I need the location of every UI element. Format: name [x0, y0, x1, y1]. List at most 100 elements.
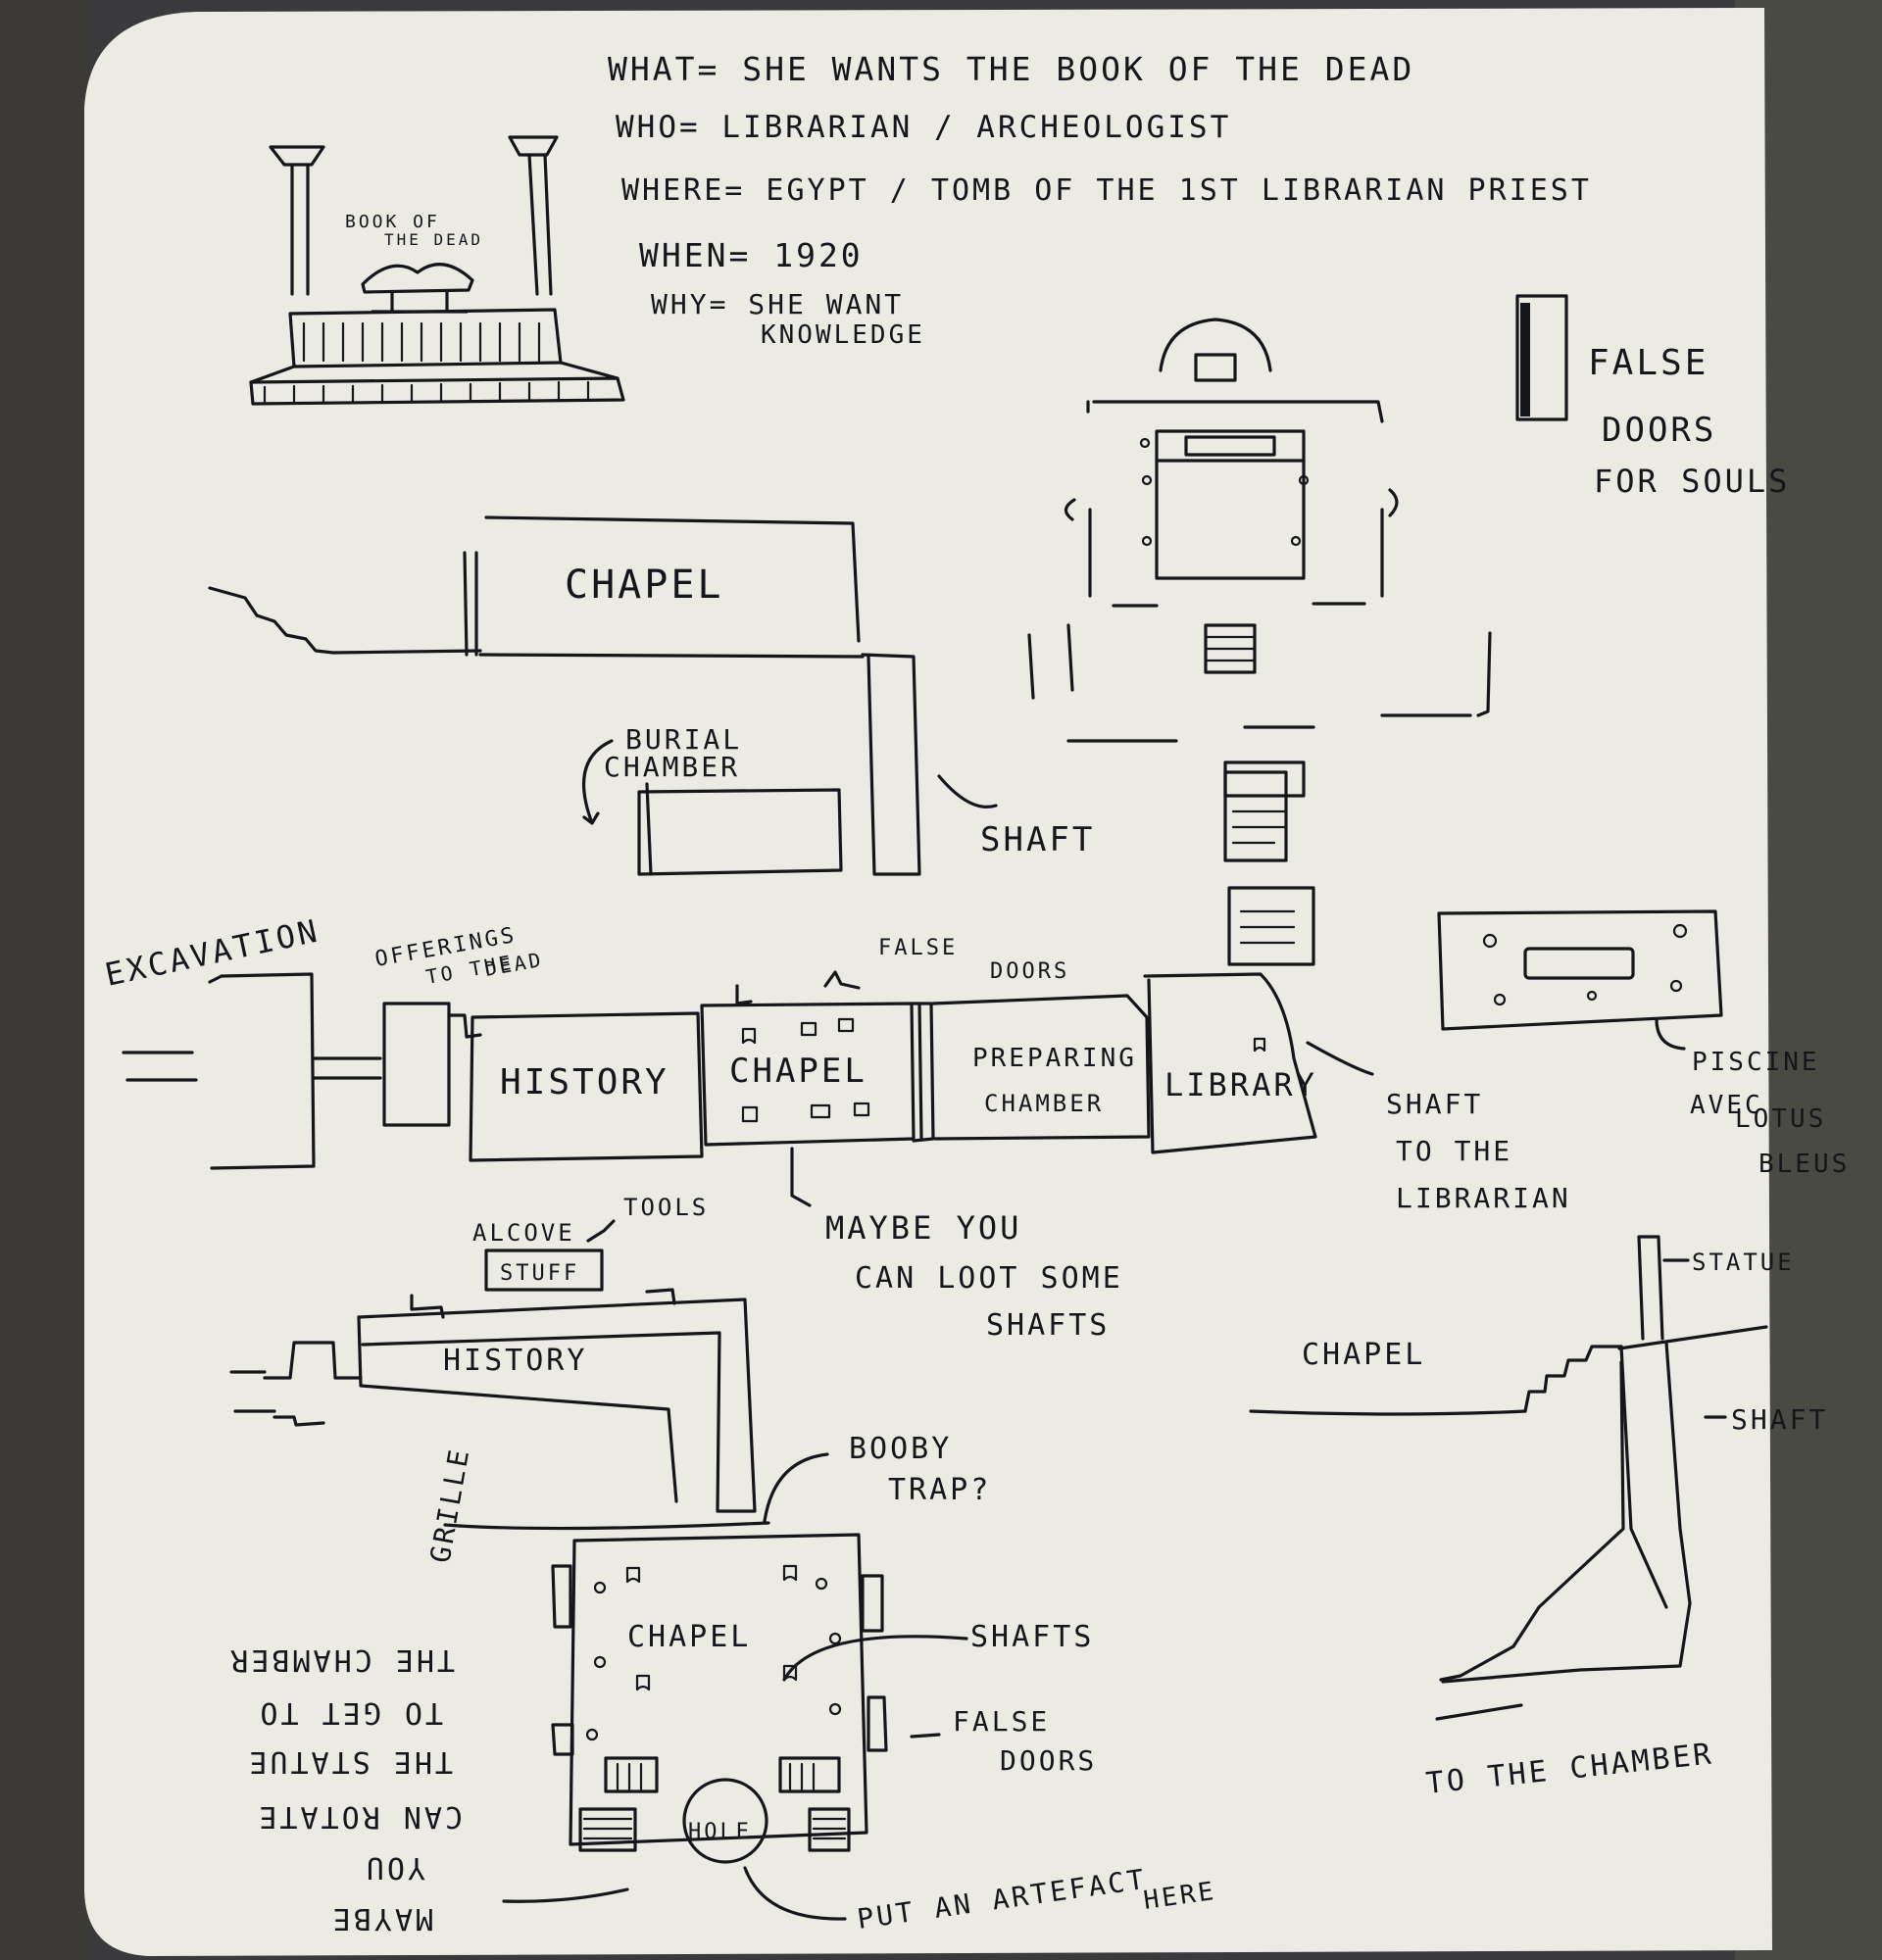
- plan-brackets: [1064, 488, 1399, 521]
- lower-stairs-left: [578, 1807, 637, 1852]
- alcove-label: ALCOVE: [472, 1219, 575, 1247]
- alcove-box: [484, 1249, 604, 1292]
- section-stairs: [208, 586, 482, 655]
- chapel-top-marks: [735, 970, 861, 1005]
- rotate-label-4: THE STATUE: [246, 1744, 453, 1779]
- book-stand: [371, 290, 469, 314]
- note-where: WHERE= EGYPT / TOMB OF THE 1ST LIBRARIAN…: [621, 173, 1592, 208]
- grille-line: [443, 1521, 770, 1531]
- corridor-history-label: HISTORY: [500, 1062, 669, 1102]
- altar-platform: [249, 376, 625, 406]
- pool-dot-4: [1586, 990, 1598, 1002]
- section-burial-label-2: CHAMBER: [604, 751, 740, 783]
- chapel-plan-top: [1027, 318, 1492, 966]
- section-obelisk: [463, 551, 478, 657]
- note-who: WHO= LIBRARIAN / ARCHEOLOGIST: [616, 110, 1231, 145]
- pool-basin: [1523, 947, 1635, 980]
- note-why: WHY= SHE WANT: [651, 288, 904, 320]
- to-chamber-line: [1435, 1703, 1523, 1721]
- lower-dot-6: [828, 1702, 842, 1716]
- plan-dot-3: [1298, 474, 1310, 486]
- entrance-lines: [122, 1051, 198, 1082]
- sketchbook-page: [84, 8, 1772, 1956]
- right-pillar: [527, 153, 553, 296]
- plan-stair-lines-4: [1239, 909, 1296, 945]
- corridor-false-label: FALSE: [878, 936, 958, 960]
- booby-label-2: TRAP?: [888, 1473, 991, 1507]
- corridor-chapel: [700, 1002, 916, 1147]
- plan-dot-2: [1141, 474, 1153, 486]
- ground-left: [1249, 1409, 1527, 1416]
- upside-down-note: MAYBE YOU CAN ROTATE THE STATUE TO GET T…: [227, 1642, 463, 1936]
- lower-dot-1: [593, 1581, 607, 1594]
- lower-chapel-plan: ALCOVE TOOLS STUFF HISTORY GRILLE BOOBY …: [227, 1194, 1218, 1936]
- history-entrance-lines: [229, 1370, 325, 1427]
- altar-perspective: [249, 361, 619, 384]
- shaft-passage: [1439, 1644, 1515, 1682]
- plan-stairs-4: [1227, 886, 1315, 966]
- lower-history-label: HISTORY: [443, 1344, 587, 1378]
- shaft-chapel-label: CHAPEL: [1302, 1338, 1425, 1372]
- section-burial-label: BURIAL: [625, 723, 742, 756]
- rotate-label-6: THE CHAMBER: [227, 1642, 455, 1677]
- plan-lower-walls: [1112, 602, 1366, 608]
- section-chapel-outline: [484, 515, 861, 643]
- lower-altar-right: [778, 1756, 841, 1793]
- plan-corridor-walls: [1027, 623, 1492, 717]
- offerings-room: [382, 1002, 451, 1127]
- pool-leader: [1655, 1017, 1686, 1051]
- shaft-inner: [1511, 1360, 1625, 1648]
- platform-hatching: [263, 380, 590, 404]
- pool-outline: [1437, 909, 1723, 1031]
- plan-stair-lines-3: [1231, 794, 1286, 845]
- note-why-knowledge: KNOWLEDGE: [761, 320, 925, 350]
- lower-false-label: FALSE: [953, 1705, 1050, 1738]
- plan-dome: [1159, 318, 1272, 372]
- stuff-label: STUFF: [500, 1261, 579, 1286]
- library-shaft-label-3: LIBRARIAN: [1396, 1182, 1571, 1214]
- corridor-chapel-label: CHAPEL: [729, 1052, 867, 1091]
- preparing-label: PREPARING: [972, 1044, 1137, 1073]
- statue-label: STATUE: [1692, 1249, 1795, 1276]
- false-door-icon: [1515, 294, 1568, 421]
- false-doors-label: FALSE: [1588, 343, 1709, 383]
- lower-dot-5: [585, 1728, 599, 1741]
- plan-dot-1: [1139, 437, 1151, 449]
- lotus-pool-sketch: PISCINE AVEC LOTUS BLEUS: [1437, 909, 1847, 1179]
- plan-inner-room: [1155, 459, 1306, 580]
- pool-dot-5: [1669, 979, 1683, 993]
- history-room: [469, 1011, 704, 1162]
- preparing-label-2: CHAMBER: [984, 1090, 1104, 1117]
- lower-dot-2: [815, 1577, 828, 1591]
- false-door-legend: FALSE DOORS FOR SOULS: [1515, 294, 1790, 500]
- lower-altar-left: [604, 1756, 659, 1793]
- library-room: [1143, 972, 1317, 1154]
- altar-hatching: [302, 321, 541, 363]
- false-doors-label-3: FOR SOULS: [1594, 463, 1790, 500]
- pool-label-lotus: LOTUS: [1735, 1104, 1826, 1134]
- pool-label-avec: AVEC: [1690, 1091, 1763, 1120]
- loot-label-2: CAN LOOT SOME: [855, 1261, 1123, 1296]
- pool-dot-1: [1482, 933, 1498, 949]
- history-entrance: [263, 1341, 363, 1380]
- library-niche: [1253, 1037, 1266, 1053]
- plan-dot-5: [1290, 535, 1302, 547]
- section-ground: [478, 653, 865, 659]
- rotate-label-3: CAN ROTATE: [256, 1799, 463, 1834]
- booby-leader: [763, 1452, 829, 1523]
- rotate-label-5: TO GET TO: [257, 1695, 443, 1730]
- altar-label-book-of: BOOK OF: [345, 212, 440, 232]
- section-shaft-label: SHAFT: [980, 820, 1095, 859]
- rotate-leader: [502, 1887, 629, 1903]
- pool-dot-3: [1493, 993, 1507, 1006]
- library-label: LIBRARY: [1164, 1066, 1317, 1103]
- lower-altar-left-lines: [616, 1762, 643, 1791]
- preparing-chamber: [931, 994, 1151, 1141]
- library-shaft-label-2: TO THE: [1396, 1135, 1512, 1167]
- artifact-hole-circle: [682, 1778, 768, 1864]
- chapel-niches: [741, 1017, 870, 1123]
- note-when: WHEN= 1920: [639, 236, 864, 274]
- hole-label: HOLE: [688, 1820, 752, 1844]
- loot-leader: [790, 1147, 812, 1207]
